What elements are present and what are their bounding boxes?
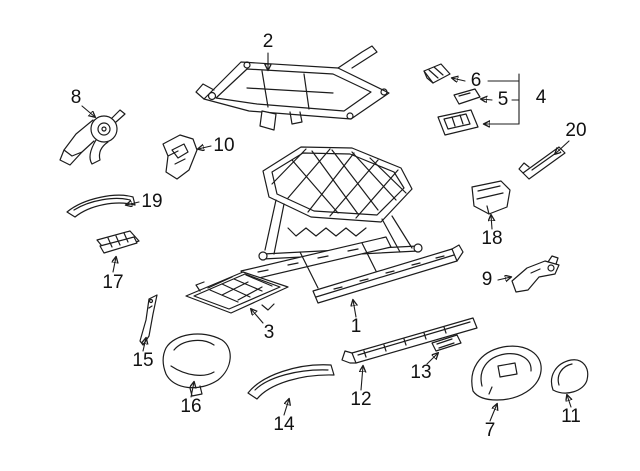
part-16-drawing xyxy=(162,333,231,397)
callout-3: 3 xyxy=(263,322,275,343)
part-6-drawing xyxy=(423,63,451,84)
part-3-drawing xyxy=(185,271,289,314)
callout-20: 20 xyxy=(565,120,587,141)
part-13-drawing xyxy=(431,334,462,352)
part-4-switch-drawing xyxy=(437,109,479,136)
part-19-drawing xyxy=(66,194,136,218)
part-14-drawing xyxy=(247,364,335,400)
part-9-drawing xyxy=(511,255,560,293)
part-15-drawing xyxy=(139,294,158,346)
callout-5: 5 xyxy=(497,89,509,110)
part-1-drawing xyxy=(312,244,464,304)
part-11-drawing xyxy=(550,359,589,394)
callout-7: 7 xyxy=(484,420,496,441)
callout-1: 1 xyxy=(350,316,362,337)
callout-15: 15 xyxy=(132,350,154,371)
part-7-drawing xyxy=(471,345,542,401)
callout-2: 2 xyxy=(262,31,274,52)
part-8-drawing xyxy=(59,109,126,166)
callout-18: 18 xyxy=(481,228,503,249)
callout-16: 16 xyxy=(180,396,202,417)
part-17-drawing xyxy=(96,230,140,254)
callout-17: 17 xyxy=(102,272,124,293)
callout-14: 14 xyxy=(273,414,295,435)
leader-lines xyxy=(81,52,571,422)
callout-12: 12 xyxy=(350,389,372,410)
callout-13: 13 xyxy=(410,362,432,383)
callout-10: 10 xyxy=(213,135,235,156)
callout-19: 19 xyxy=(141,191,163,212)
callout-9: 9 xyxy=(481,269,493,290)
callout-8: 8 xyxy=(70,87,82,108)
callout-4: 4 xyxy=(535,87,547,108)
callout-6: 6 xyxy=(470,70,482,91)
group-bracket-4 xyxy=(484,73,520,124)
callout-11: 11 xyxy=(561,406,581,427)
seat-base-assembly-drawing xyxy=(240,146,423,295)
part-12-drawing xyxy=(341,317,478,364)
part-10-drawing xyxy=(162,134,198,180)
part-2-drawing xyxy=(195,45,390,131)
part-18-drawing xyxy=(471,180,511,215)
